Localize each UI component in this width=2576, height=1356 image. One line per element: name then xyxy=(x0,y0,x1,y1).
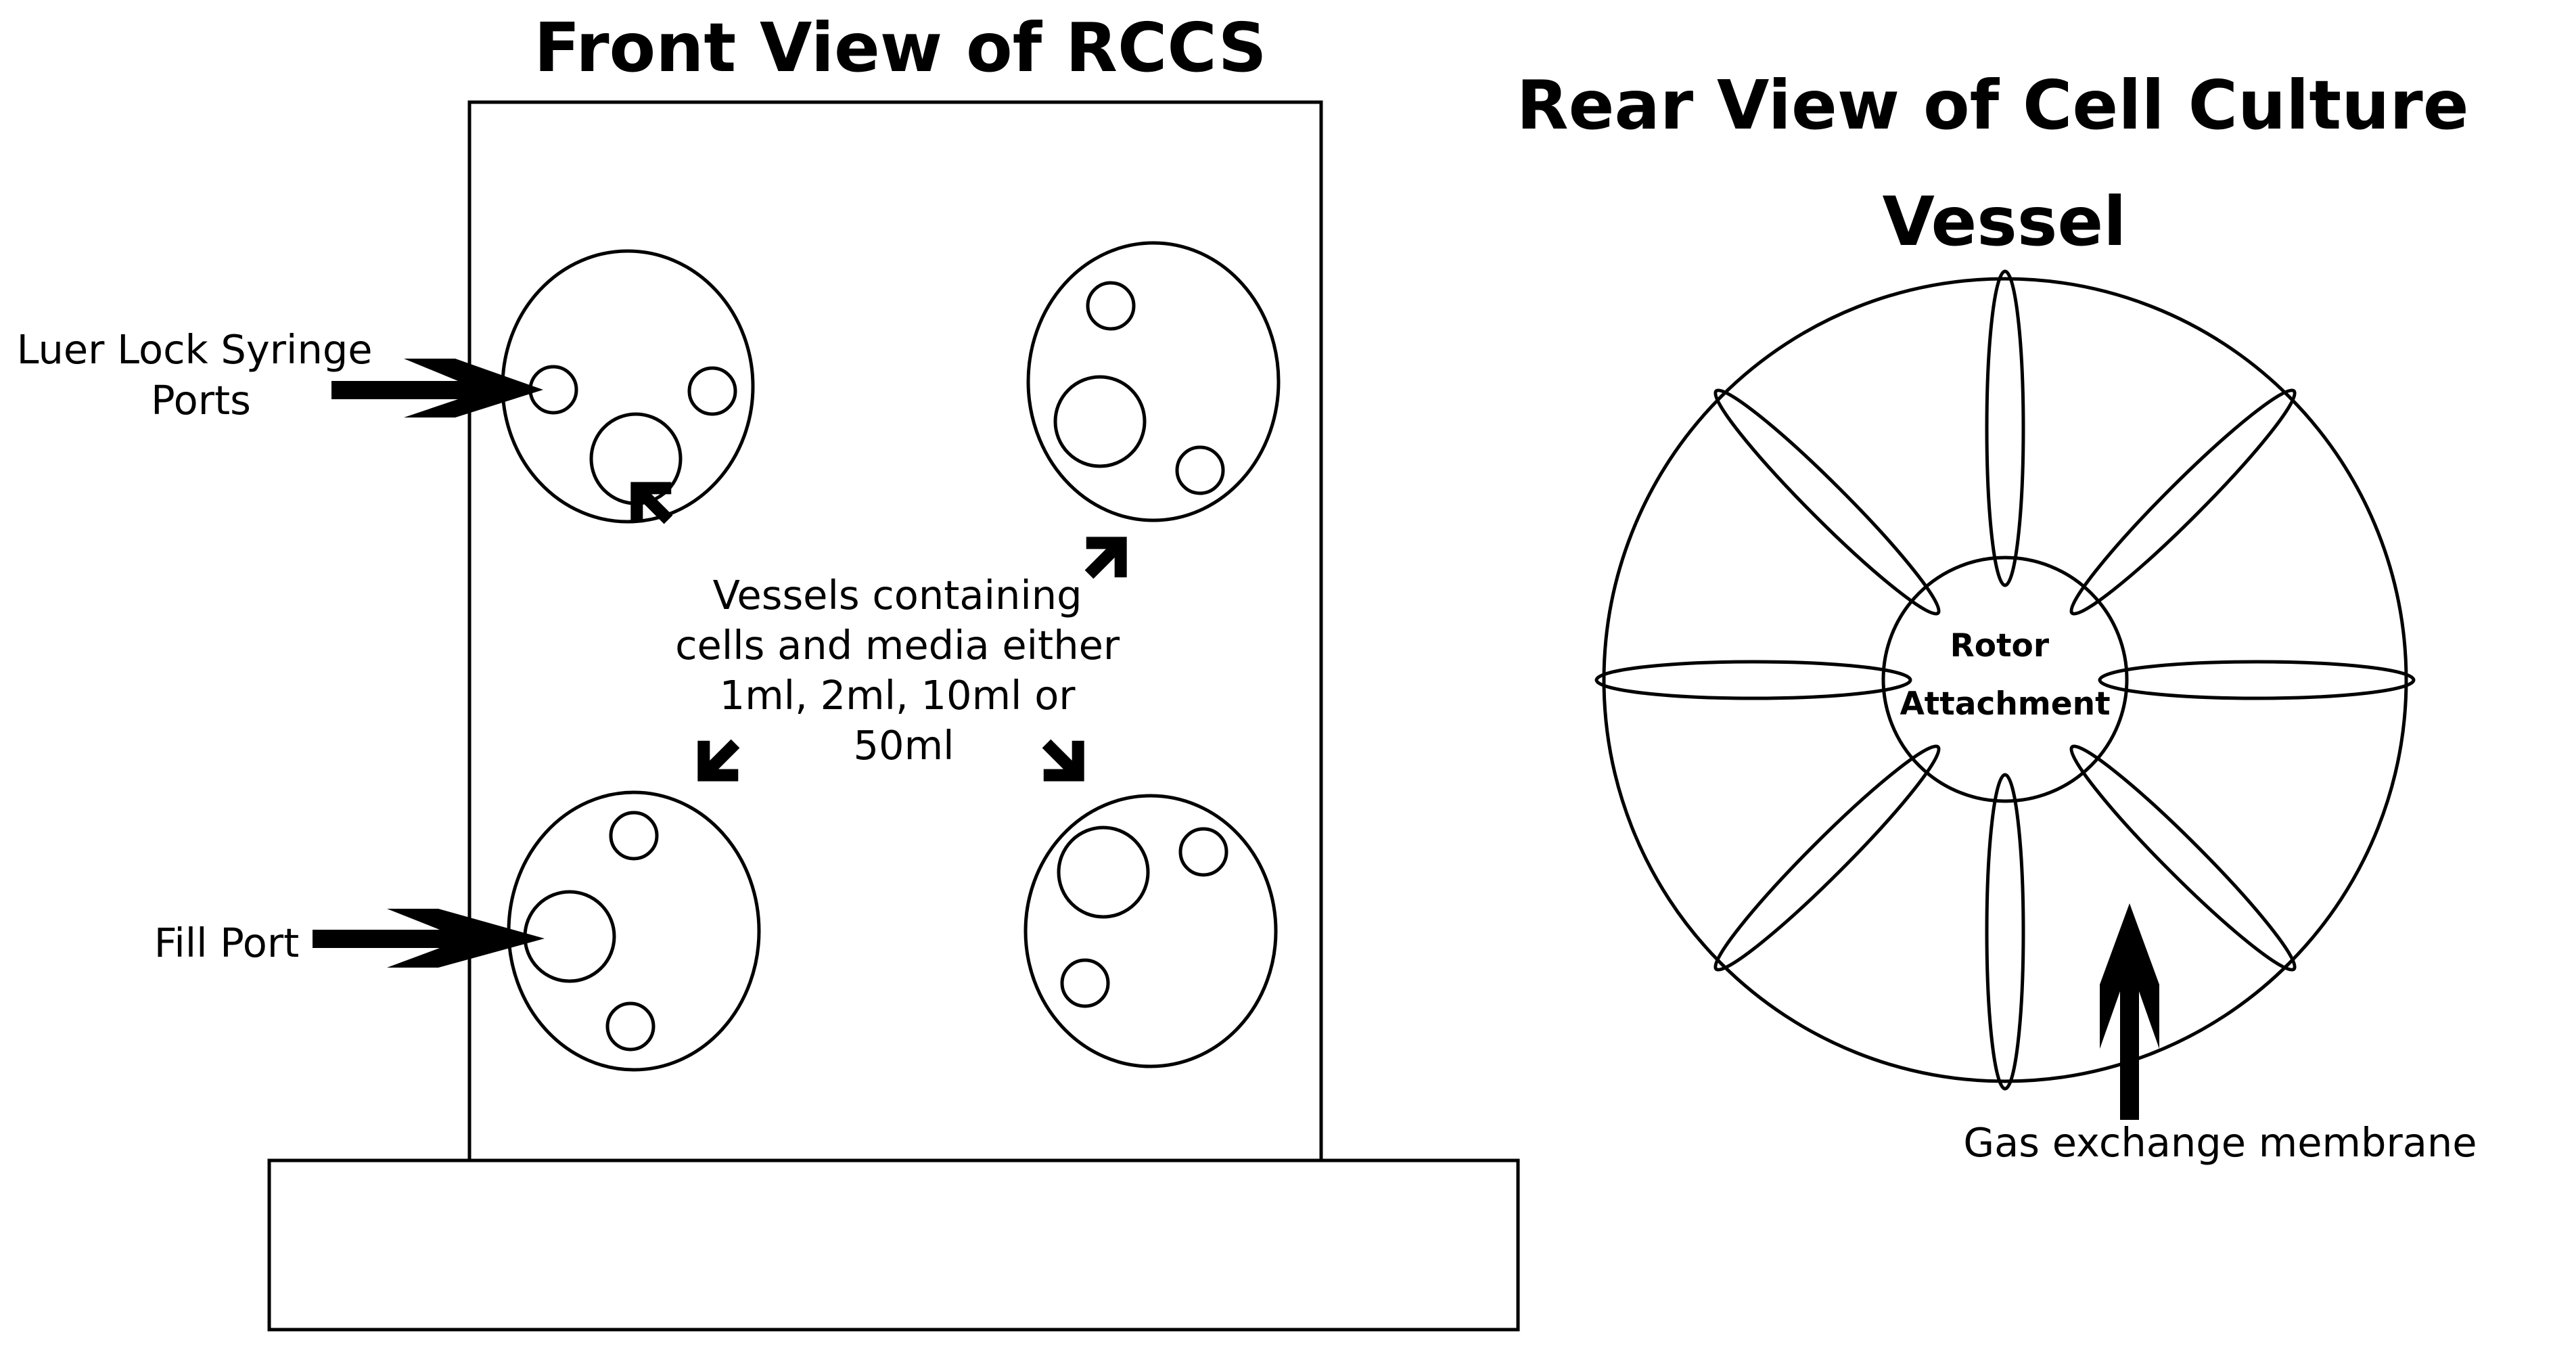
gas-exchange-membrane-label: Gas exchange membrane xyxy=(1963,1119,2477,1166)
luer-lock-arrow xyxy=(331,359,543,417)
luer-port xyxy=(609,811,659,861)
gas-exchange-membrane-petals xyxy=(1594,269,2416,1091)
culture-vessel-outline xyxy=(1602,277,2408,1083)
luer-port xyxy=(1178,827,1228,877)
vessel-bottom-right xyxy=(1024,794,1278,1068)
arrow-to-bottom-right xyxy=(1042,739,1084,782)
fill-port-arrow xyxy=(313,909,545,968)
fill-port xyxy=(523,890,616,983)
arrow-to-top-left xyxy=(630,482,673,524)
membrane-arrow xyxy=(2100,903,2159,1120)
front-view-title: Front View of RCCS xyxy=(534,8,1266,87)
fill-port xyxy=(1057,826,1150,919)
rotor-attachment-label: Rotor Attachment xyxy=(1900,627,2110,723)
arrow-to-top-right xyxy=(1084,537,1127,579)
rear-view-title: Rear View of Cell Culture Vessel xyxy=(1517,66,2493,261)
membrane-petal xyxy=(1594,660,1912,700)
membrane-petal xyxy=(2069,388,2297,616)
luer-port xyxy=(687,366,737,416)
membrane-petal xyxy=(1714,744,1941,972)
membrane-petal xyxy=(1714,388,1941,616)
membrane-petal xyxy=(1985,773,2025,1091)
luer-lock-label: Luer Lock Syringe Ports xyxy=(17,326,386,424)
luer-port xyxy=(1060,958,1110,1008)
rccs-base xyxy=(267,1158,1520,1332)
rotor-attachment-hub xyxy=(1881,556,2129,803)
membrane-petal xyxy=(2069,744,2297,972)
arrow-to-bottom-left xyxy=(697,739,740,782)
fill-port-label: Fill Port xyxy=(154,920,300,966)
membrane-petal xyxy=(1985,269,2025,587)
luer-port xyxy=(1086,281,1136,331)
luer-port xyxy=(1175,445,1225,495)
vessel-top-left xyxy=(501,249,755,524)
vessels-label: Vessels containing cells and media eithe… xyxy=(675,572,1132,769)
luer-port xyxy=(605,1001,656,1052)
vessel-top-right xyxy=(1026,241,1281,522)
fill-port xyxy=(1053,375,1147,468)
membrane-petal xyxy=(2098,660,2416,700)
vessel-bottom-left xyxy=(507,790,761,1072)
